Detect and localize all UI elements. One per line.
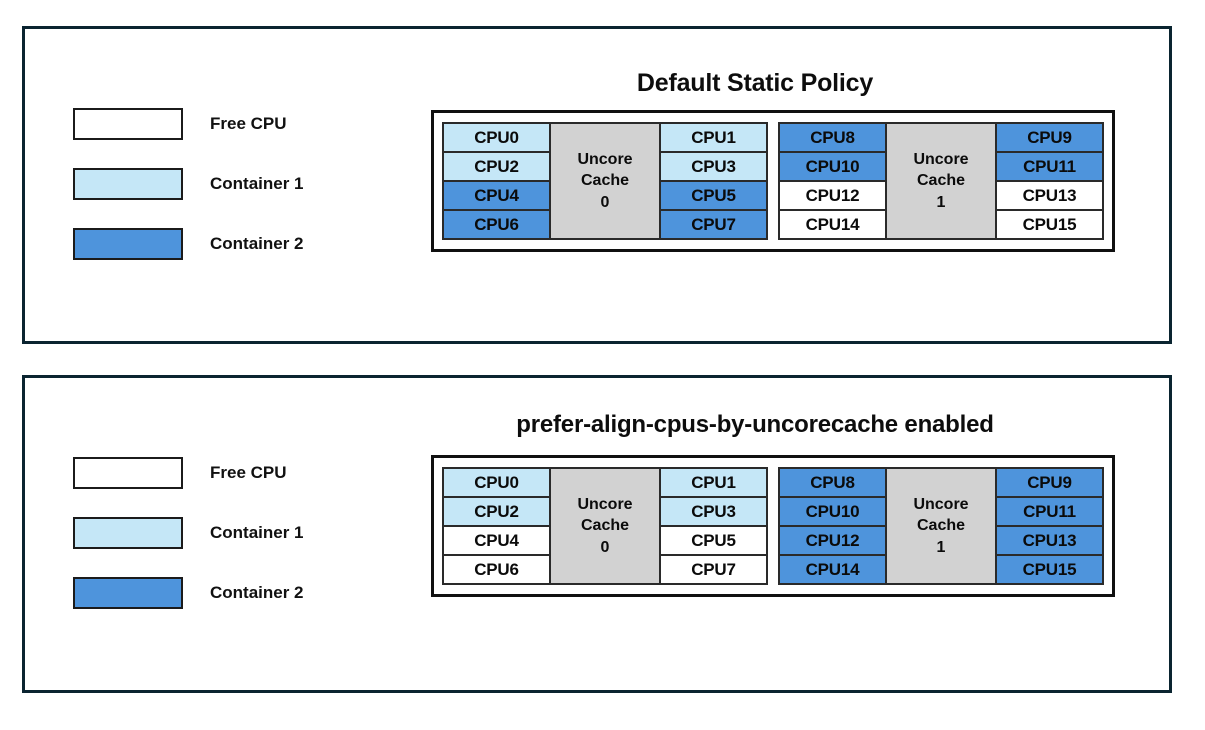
cpu-cell: CPU8	[779, 123, 886, 152]
legend-label-container-2: Container 2	[210, 583, 304, 602]
cpu-cell: CPU5	[660, 526, 767, 555]
legend-label-container-1: Container 1	[210, 523, 304, 542]
uncore-cache-label-line-1: Uncore	[913, 496, 969, 514]
cpu-cell: CPU14	[779, 555, 886, 584]
uncore-cache-label-line-3: 0	[600, 193, 610, 211]
legend-swatch-container-1	[73, 168, 183, 200]
cpu-cell: CPU2	[443, 152, 550, 181]
legend-item-container-1: Container 1	[73, 168, 304, 200]
cpu-cell: CPU8	[779, 468, 886, 497]
cpu-cell: CPU12	[779, 181, 886, 210]
cpu-cell: CPU7	[660, 210, 767, 239]
legend-item-container-1: Container 1	[73, 517, 304, 549]
legend: Free CPU Container 1 Container 2	[73, 457, 304, 637]
cpu-cell: CPU10	[779, 152, 886, 181]
cpu-cell: CPU7	[660, 555, 767, 584]
cpu-cell: CPU10	[779, 497, 886, 526]
cpu-cell: CPU4	[443, 526, 550, 555]
uncore-cache-label-line-3: 1	[936, 193, 946, 211]
legend-item-container-2: Container 2	[73, 577, 304, 609]
cpu-cell: CPU1	[660, 123, 767, 152]
cpu-cell: CPU5	[660, 181, 767, 210]
legend-label-container-2: Container 2	[210, 234, 304, 253]
policy-panel-prefer-align: prefer-align-cpus-by-uncorecache enabled…	[22, 375, 1172, 693]
cpu-cell: CPU1	[660, 468, 767, 497]
uncore-cache-label-line-3: 0	[600, 538, 610, 556]
cpu-cell: CPU11	[996, 497, 1103, 526]
legend-swatch-container-2	[73, 577, 183, 609]
uncore-cache-label-line-1: Uncore	[577, 151, 633, 169]
uncore-cache-label-line-2: Cache	[580, 172, 630, 190]
cpu-cell: CPU3	[660, 497, 767, 526]
legend-swatch-free-cpu	[73, 108, 183, 140]
cpu-cell: CPU6	[443, 210, 550, 239]
cpu-cell: CPU9	[996, 123, 1103, 152]
legend-item-container-2: Container 2	[73, 228, 304, 260]
cpu-cell: CPU9	[996, 468, 1103, 497]
legend: Free CPU Container 1 Container 2	[73, 108, 304, 288]
cpu-cell: CPU2	[443, 497, 550, 526]
legend-swatch-container-1	[73, 517, 183, 549]
legend-label-free-cpu: Free CPU	[210, 114, 287, 133]
legend-label-free-cpu: Free CPU	[210, 463, 287, 482]
cpu-cell: CPU13	[996, 181, 1103, 210]
legend-swatch-container-2	[73, 228, 183, 260]
cpu-cell: CPU6	[443, 555, 550, 584]
uncore-cache-label-line-2: Cache	[916, 172, 966, 190]
legend-label-container-1: Container 1	[210, 174, 304, 193]
cpu-cell: CPU0	[443, 123, 550, 152]
legend-swatch-free-cpu	[73, 457, 183, 489]
policy-panel-default: Default Static Policy Free CPU Container…	[22, 26, 1172, 344]
uncore-cache-label-line-3: 1	[936, 538, 946, 556]
legend-item-free-cpu: Free CPU	[73, 457, 304, 489]
page-title: Default Static Policy	[636, 69, 874, 97]
cpu-cell: CPU4	[443, 181, 550, 210]
uncore-cache-label-line-1: Uncore	[913, 151, 969, 169]
legend-item-free-cpu: Free CPU	[73, 108, 304, 140]
cpu-cell: CPU13	[996, 526, 1103, 555]
cpu-cell: CPU15	[996, 210, 1103, 239]
uncore-cache-label-line-2: Cache	[916, 517, 966, 535]
page-title: prefer-align-cpus-by-uncorecache enabled	[516, 411, 994, 438]
cpu-cell: CPU12	[779, 526, 886, 555]
cpu-cell: CPU3	[660, 152, 767, 181]
uncore-cache-label-line-2: Cache	[580, 517, 630, 535]
cpu-cell: CPU0	[443, 468, 550, 497]
cpu-cell: CPU15	[996, 555, 1103, 584]
uncore-cache-label-line-1: Uncore	[577, 496, 633, 514]
cpu-cell: CPU11	[996, 152, 1103, 181]
cpu-cell: CPU14	[779, 210, 886, 239]
